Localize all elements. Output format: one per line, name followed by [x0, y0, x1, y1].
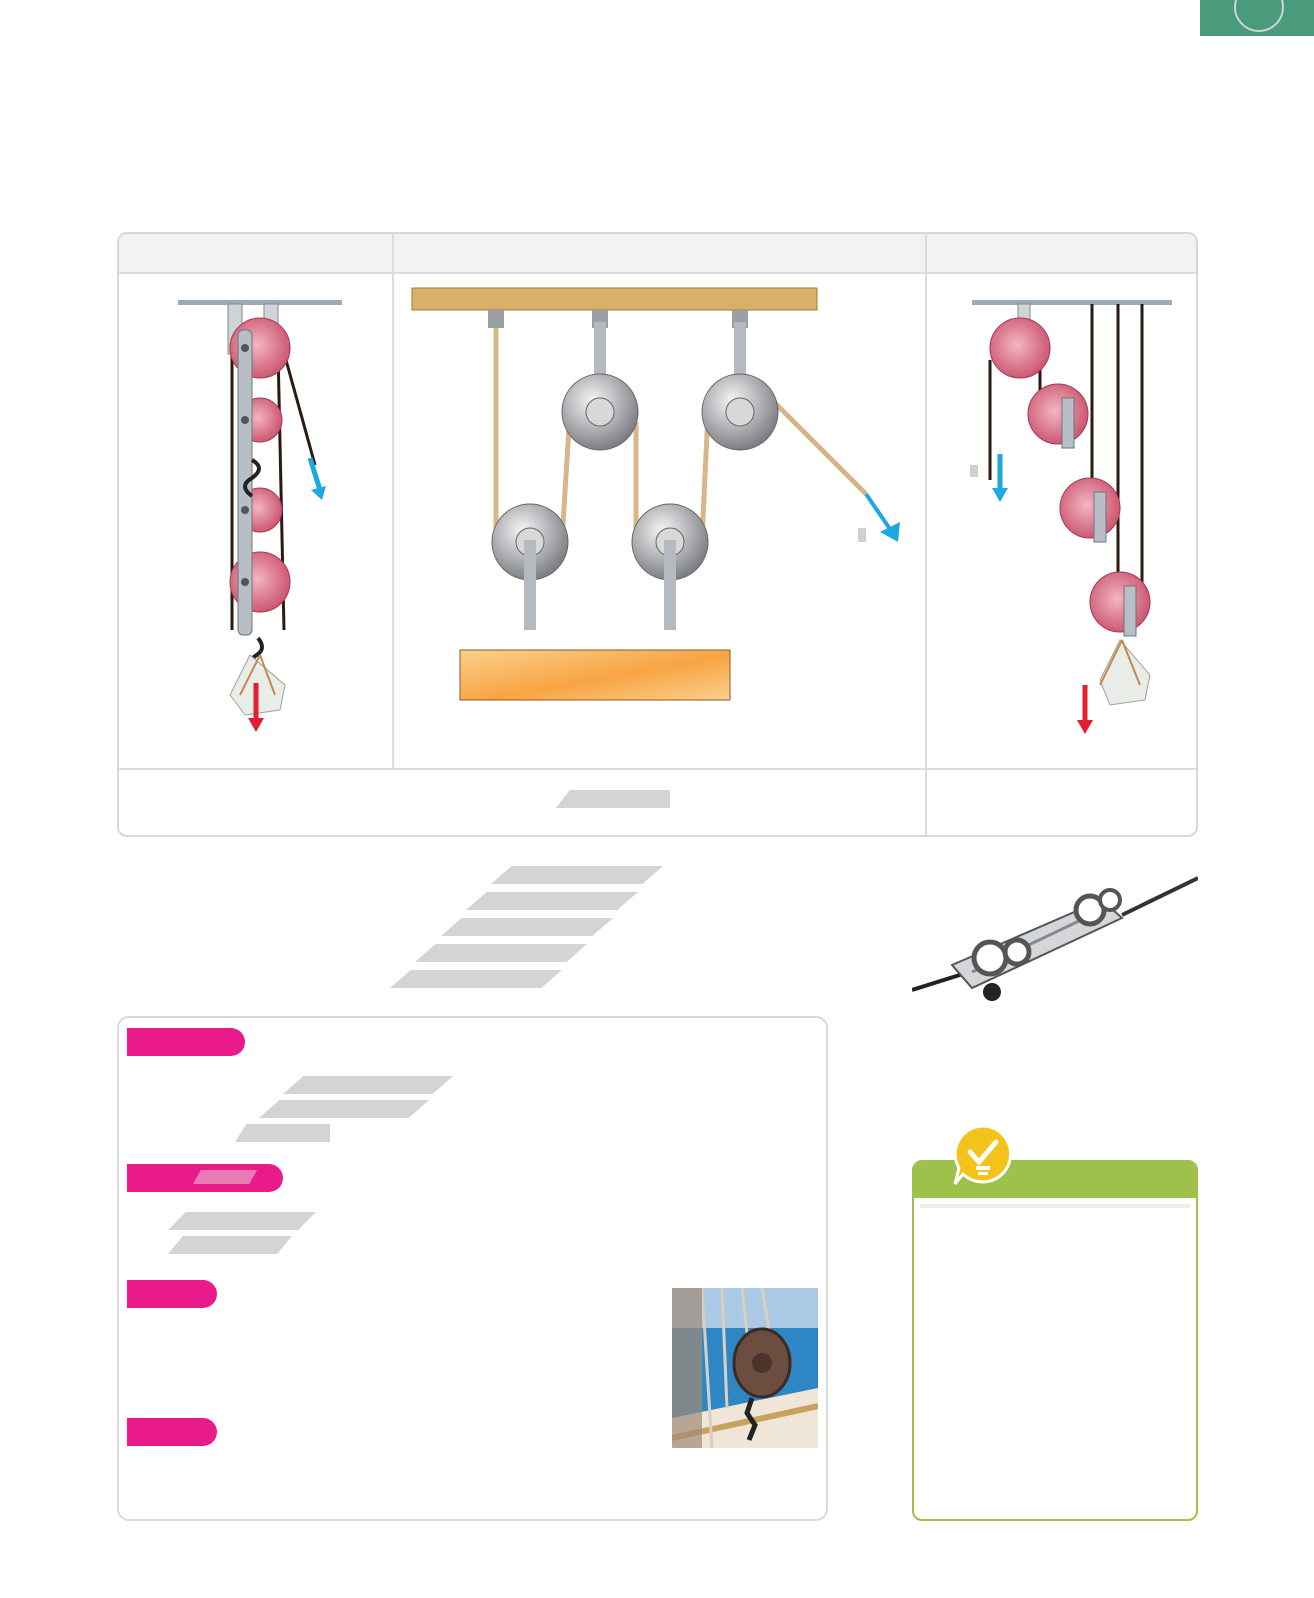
ceiling-beam: [411, 287, 818, 311]
section-label-1: [127, 1028, 245, 1056]
caption-line-5: [390, 970, 562, 988]
section-1-line-2: [259, 1100, 429, 1118]
pulley-wheel: [1059, 477, 1121, 539]
caption-line-1: [491, 866, 663, 884]
pulley-wheel: [989, 317, 1051, 379]
load-block: [459, 649, 731, 701]
footer-placeholder: [556, 790, 670, 808]
caption-line-2: [466, 892, 638, 910]
pulley-wheel: [1089, 571, 1151, 633]
pulley-wheel: [1027, 383, 1089, 445]
section-2-line-2: [168, 1236, 292, 1254]
section-label-3: [127, 1280, 217, 1308]
section-1-line-3: [235, 1124, 330, 1142]
tip-box: [912, 1160, 1198, 1521]
table-header: [119, 234, 1196, 274]
ship-rigging-photo: [672, 1288, 818, 1448]
section-label-2-overlay: [193, 1170, 257, 1184]
tip-content: [920, 1204, 1190, 1513]
section-label-4: [127, 1418, 217, 1446]
caption-line-4: [415, 944, 587, 962]
pulley-table: [117, 232, 1198, 837]
checkmark-bulb-icon: [953, 1124, 1013, 1185]
section-2-line-1: [168, 1212, 316, 1230]
metal-pulley-photo: [912, 870, 1198, 1015]
left-pulley-diagram: [178, 300, 342, 732]
right-pulley-diagram: [970, 300, 1172, 734]
section-1-line-1: [283, 1076, 453, 1094]
info-box: [117, 1016, 828, 1521]
caption-line-3: [441, 918, 613, 936]
middle-pulley-diagram: [411, 287, 900, 701]
